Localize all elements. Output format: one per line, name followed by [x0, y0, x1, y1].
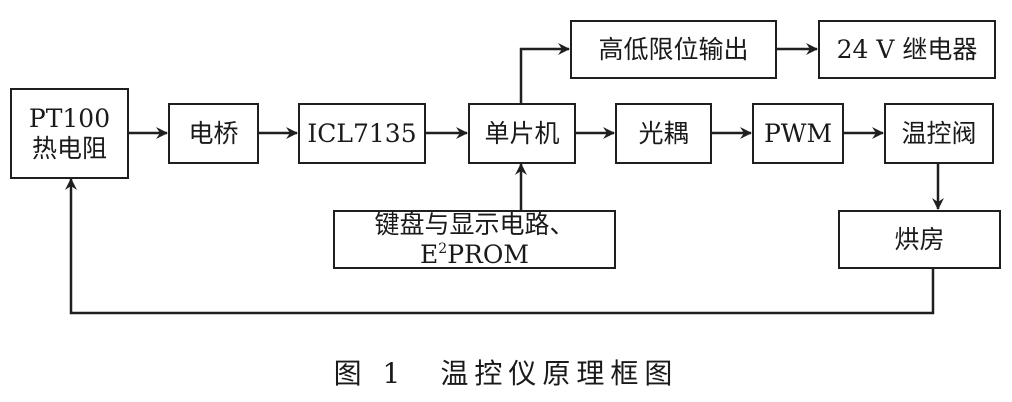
block-keyboard-label: 键盘与显示电路、E2PROM [335, 210, 614, 270]
block-optocoupler-label: 光耦 [638, 118, 689, 148]
block-limit-output: 高低限位输出 [570, 20, 777, 79]
block-pt100-label: PT100 热电阻 [28, 103, 111, 163]
feedback-oven-to-pt100 [65, 178, 935, 315]
block-oven: 烘房 [838, 210, 1001, 269]
block-keyboard-display-eeprom: 键盘与显示电路、E2PROM [333, 210, 616, 269]
block-optocoupler: 光耦 [615, 103, 712, 164]
block-mcu-label: 单片机 [484, 118, 560, 148]
block-adc-label: ICL7135 [307, 118, 417, 148]
arrow-mcu-to-limit-output [519, 43, 570, 103]
block-oven-label: 烘房 [894, 224, 945, 254]
block-keyboard-label-suffix: PROM [447, 239, 529, 269]
block-relay: 24 V 继电器 [818, 20, 996, 79]
block-valve-label: 温控阀 [901, 118, 977, 148]
block-pwm-label: PWM [763, 118, 833, 148]
block-mcu: 单片机 [468, 103, 576, 164]
block-keyboard-label-superscript: 2 [438, 240, 448, 257]
figure-caption: 图 1 温控仪原理框图 [333, 357, 679, 390]
block-bridge-label: 电桥 [188, 118, 239, 148]
block-relay-label: 24 V 继电器 [836, 34, 978, 64]
block-adc: ICL7135 [298, 103, 426, 164]
block-bridge: 电桥 [168, 103, 259, 164]
block-pwm: PWM [752, 103, 844, 164]
block-keyboard-label-prefix: 键盘与显示电路、E [374, 209, 575, 269]
block-limit-output-label: 高低限位输出 [598, 34, 749, 64]
block-pt100: PT100 热电阻 [10, 88, 129, 179]
block-valve: 温控阀 [884, 103, 994, 164]
